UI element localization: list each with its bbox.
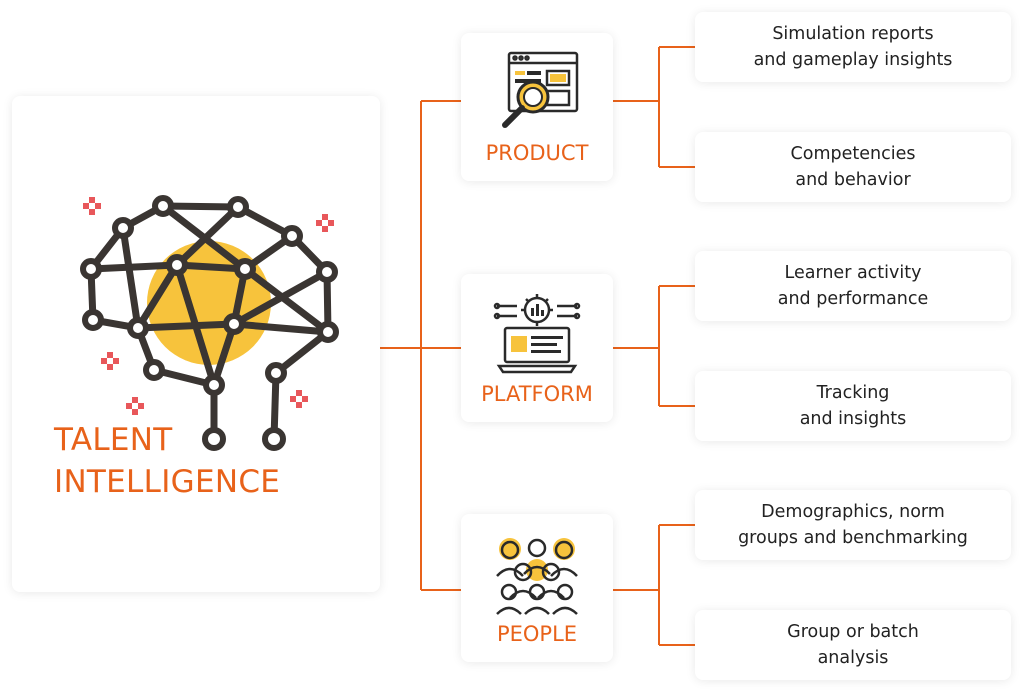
category-label-people: PEOPLE	[496, 622, 578, 646]
brain-network-icon	[80, 195, 339, 451]
title-talent: TALENT	[54, 422, 173, 458]
talent-intelligence-card: TALENT INTELLIGENCE	[12, 96, 380, 592]
dashboard-magnifier-icon	[502, 51, 579, 128]
title-intelligence: INTELLIGENCE	[54, 464, 281, 500]
category-platform-card: PLATFORM	[461, 274, 613, 422]
category-product-card: PRODUCT	[461, 33, 613, 181]
people-group-icon	[496, 538, 578, 615]
category-people-card: PEOPLE	[461, 514, 613, 662]
category-label-product: PRODUCT	[485, 141, 589, 165]
category-label-platform: PLATFORM	[481, 382, 593, 406]
laptop-gear-icon	[493, 294, 581, 374]
